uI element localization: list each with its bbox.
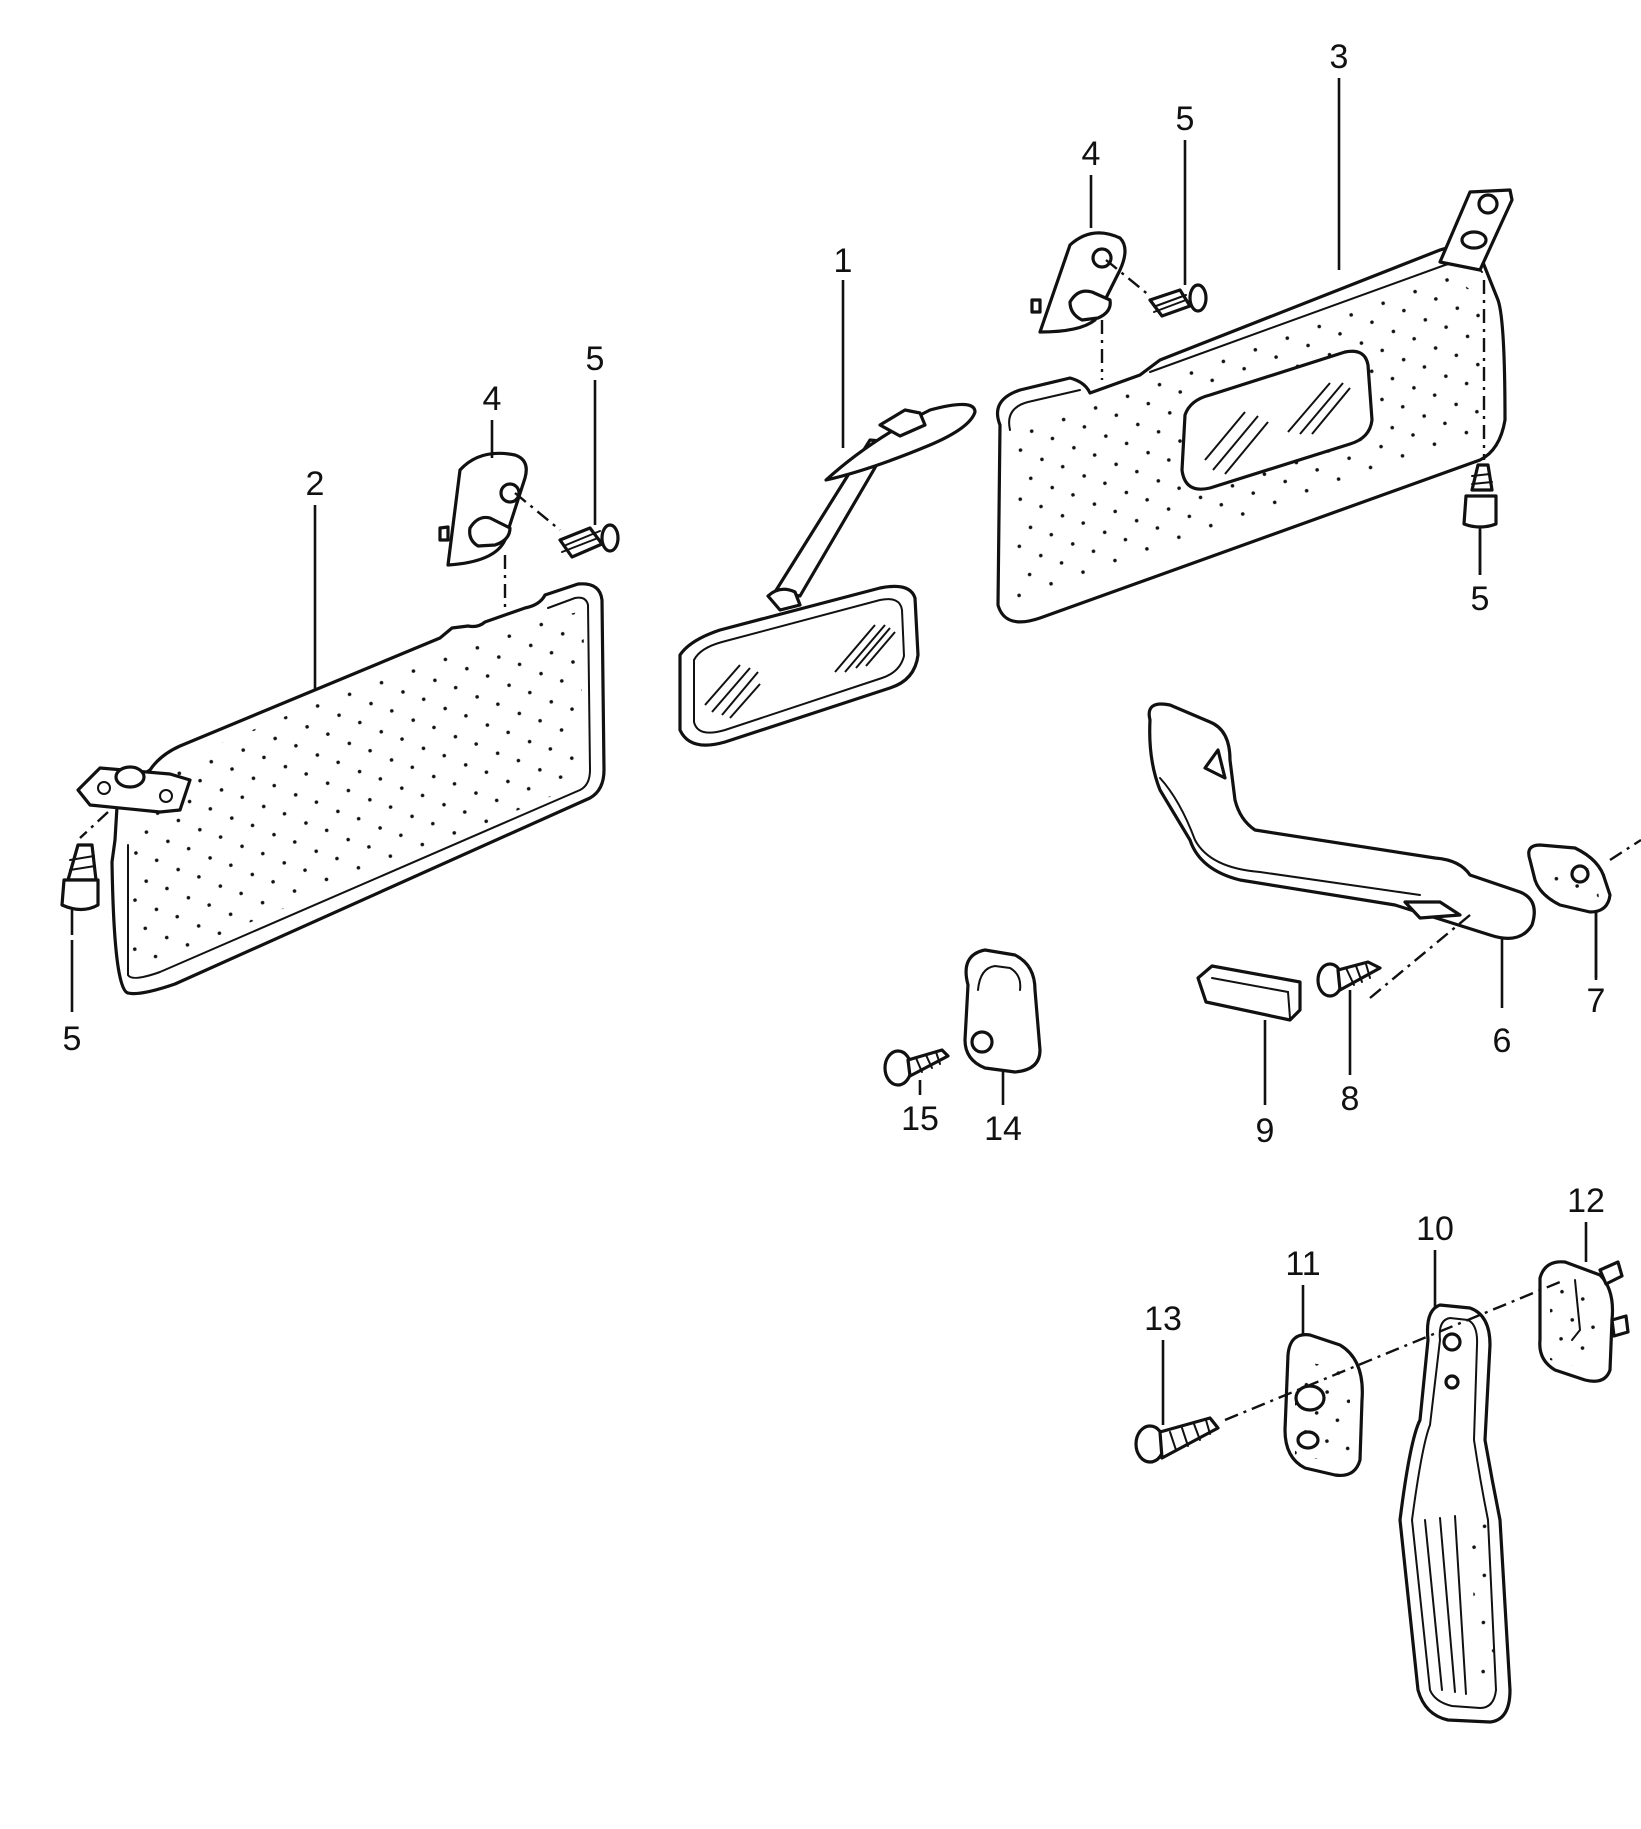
- coat-hook: [963, 948, 1042, 1074]
- callout-5-right-top: 5: [1176, 100, 1195, 138]
- callout-7: 7: [1587, 982, 1606, 1020]
- screw-5-left-bottom: [60, 843, 100, 912]
- strap-mount-bracket: [1538, 1260, 1630, 1383]
- screw-5-left-top: [558, 523, 620, 559]
- leader-lines: [70, 78, 1598, 1425]
- callout-9: 9: [1256, 1112, 1275, 1150]
- callout-13: 13: [1144, 1300, 1182, 1338]
- callout-10: 10: [1416, 1210, 1454, 1248]
- callout-2: 2: [306, 465, 325, 503]
- callout-6: 6: [1493, 1022, 1512, 1060]
- callout-5-left-top: 5: [586, 340, 605, 378]
- visor-hinge-plate-right: [1438, 188, 1514, 272]
- callout-1: 1: [834, 242, 853, 280]
- strap-screw: [1134, 1416, 1220, 1464]
- callout-15: 15: [901, 1100, 939, 1138]
- sun-visor-left: [110, 582, 606, 996]
- sun-visor-right: [995, 244, 1507, 624]
- handle-screw: [1316, 960, 1382, 998]
- callout-4-left: 4: [483, 380, 502, 418]
- grab-handle: [1147, 702, 1536, 999]
- visor-hinge-plate-left: [76, 765, 192, 814]
- visor-clip-right: [1030, 231, 1127, 334]
- callout-12: 12: [1567, 1182, 1605, 1220]
- callout-8: 8: [1341, 1080, 1360, 1118]
- screw-5-right-bottom: [1462, 463, 1498, 529]
- visor-clip-left: [438, 451, 528, 567]
- assist-strap: [1398, 1303, 1512, 1724]
- callout-5-right-bottom: 5: [1471, 580, 1490, 618]
- screw-5-right-top: [1148, 283, 1208, 318]
- strap-cover-left: [1283, 1333, 1364, 1478]
- callout-11: 11: [1285, 1245, 1320, 1283]
- callout-3: 3: [1330, 38, 1349, 76]
- callout-4-right: 4: [1082, 135, 1101, 173]
- callout-5-left-bottom: 5: [63, 1020, 82, 1058]
- callout-14: 14: [984, 1110, 1022, 1148]
- rear-view-mirror: [678, 402, 977, 747]
- handle-mount-plate: [1527, 838, 1641, 914]
- handle-cover-cap: [1196, 964, 1302, 1022]
- coat-hook-screw: [883, 1048, 950, 1087]
